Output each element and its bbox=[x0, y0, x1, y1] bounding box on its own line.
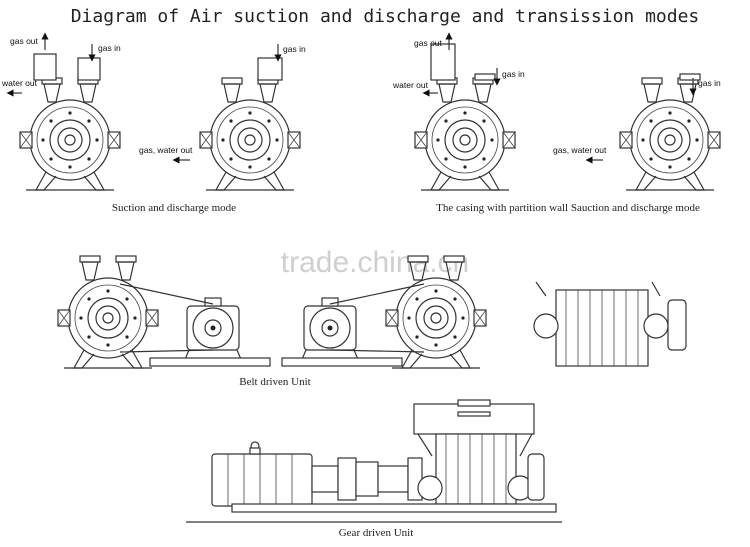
label-water-out-1: water out bbox=[1, 78, 38, 88]
label-gas-in-2: gas in bbox=[283, 44, 306, 54]
belt-motor-right bbox=[299, 297, 361, 365]
caption-belt-driven: Belt driven Unit bbox=[239, 376, 311, 388]
label-gas-out-2: gas out bbox=[414, 38, 443, 48]
panel-suction-discharge: gas out gas in water out gas in gas, wat… bbox=[1, 32, 306, 214]
pump-right-2 bbox=[619, 73, 721, 191]
label-gas-in-4: gas in bbox=[698, 78, 721, 88]
label-gas-in-3: gas in bbox=[502, 69, 525, 79]
watermark-text: trade.china.cn bbox=[281, 246, 469, 279]
gear-base-frame bbox=[231, 503, 557, 513]
label-gas-in-1: gas in bbox=[98, 43, 121, 53]
caption-partition-wall: The casing with partition wall Sauction … bbox=[436, 202, 700, 214]
pump-right-1 bbox=[199, 57, 301, 191]
base-rail-left bbox=[149, 357, 271, 367]
gear-motor bbox=[211, 441, 313, 507]
panel-partition-wall: gas out gas in water out gas in gas, wat… bbox=[392, 32, 721, 214]
base-rail-right bbox=[281, 357, 403, 367]
belt-right bbox=[329, 283, 425, 353]
belt-left bbox=[119, 283, 214, 353]
label-water-out-2: water out bbox=[392, 80, 429, 90]
caption-suction-discharge: Suction and discharge mode bbox=[112, 202, 236, 214]
gear-coupling bbox=[311, 457, 423, 501]
panel-belt-driven: Belt driven Unit bbox=[57, 255, 687, 388]
belt-pump-side-view bbox=[533, 281, 687, 367]
label-gas-water-out-1: gas, water out bbox=[139, 145, 193, 155]
pump-left-1 bbox=[19, 53, 121, 191]
diagram-title: Diagram of Air suction and discharge and… bbox=[71, 6, 700, 27]
caption-gear-driven: Gear driven Unit bbox=[339, 527, 414, 539]
pump-left-2 bbox=[414, 43, 516, 191]
panel-gear-driven: Gear driven Unit bbox=[186, 399, 562, 539]
label-gas-out-1: gas out bbox=[10, 36, 39, 46]
label-gas-water-out-2: gas, water out bbox=[553, 145, 607, 155]
gear-pump bbox=[413, 399, 545, 505]
belt-motor-left bbox=[182, 297, 244, 365]
